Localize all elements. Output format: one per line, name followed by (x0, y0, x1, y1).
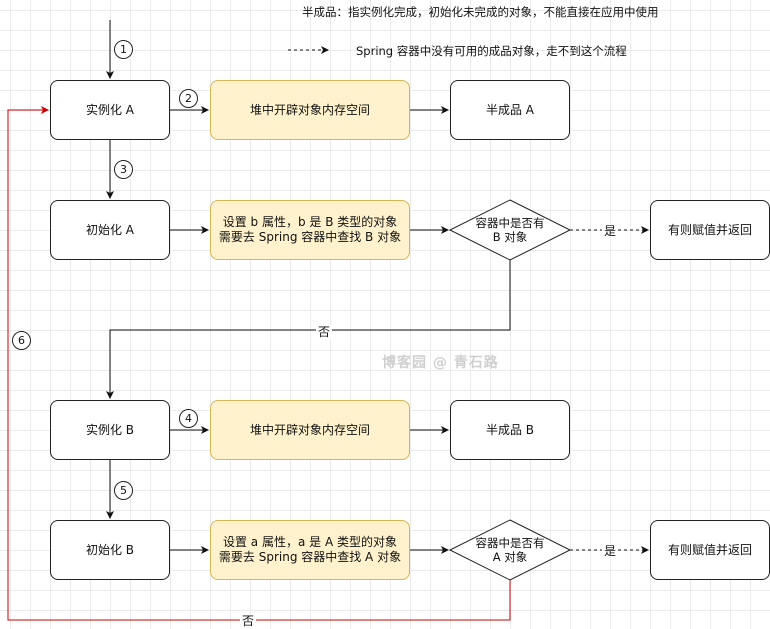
legend-half-product: 半成品：指实例化完成，初始化未完成的对象，不能直接在应用中使用 (302, 5, 659, 19)
init-b-node: 初始化 B (50, 520, 170, 580)
heap-alloc-a-node: 堆中开辟对象内存空间 (210, 80, 410, 140)
set-b-property-node: 设置 b 属性，b 是 B 类型的对象 需要去 Spring 容器中查找 B 对… (210, 200, 410, 260)
half-product-a-node: 半成品 A (450, 80, 570, 140)
step-1-badge: 1 (114, 40, 133, 59)
instantiate-a-node: 实例化 A (50, 80, 170, 140)
no-label-b: 否 (316, 325, 333, 339)
step-5-badge: 5 (114, 481, 133, 500)
heap-alloc-b-node: 堆中开辟对象内存空间 (210, 400, 410, 460)
init-a-node: 初始化 A (50, 200, 170, 260)
assign-return-node-1: 有则赋值并返回 (650, 200, 770, 260)
set-a-property-node: 设置 a 属性，a 是 A 类型的对象 需要去 Spring 容器中查找 A 对… (210, 520, 410, 580)
container-has-b-label: 容器中是否有 B 对象 (475, 216, 545, 244)
step-6-badge: 6 (12, 331, 31, 350)
yes-label-a: 是 (602, 544, 619, 558)
assign-return-node-2: 有则赋值并返回 (650, 520, 770, 580)
instantiate-b-node: 实例化 B (50, 400, 170, 460)
step-2-badge: 2 (179, 89, 198, 108)
arrow-no-b (106, 260, 511, 399)
arrow-no-a-loop (7, 106, 511, 621)
step-4-badge: 4 (179, 409, 198, 428)
watermark: 博客园 @ 青石路 (382, 355, 499, 371)
yes-label-b: 是 (602, 224, 619, 238)
half-product-b-node: 半成品 B (450, 400, 570, 460)
step-3-badge: 3 (114, 160, 133, 179)
no-label-a: 否 (240, 614, 257, 628)
legend-dashed-note: Spring 容器中没有可用的成品对象，走不到这个流程 (356, 44, 627, 58)
container-has-a-label: 容器中是否有 A 对象 (475, 536, 545, 564)
